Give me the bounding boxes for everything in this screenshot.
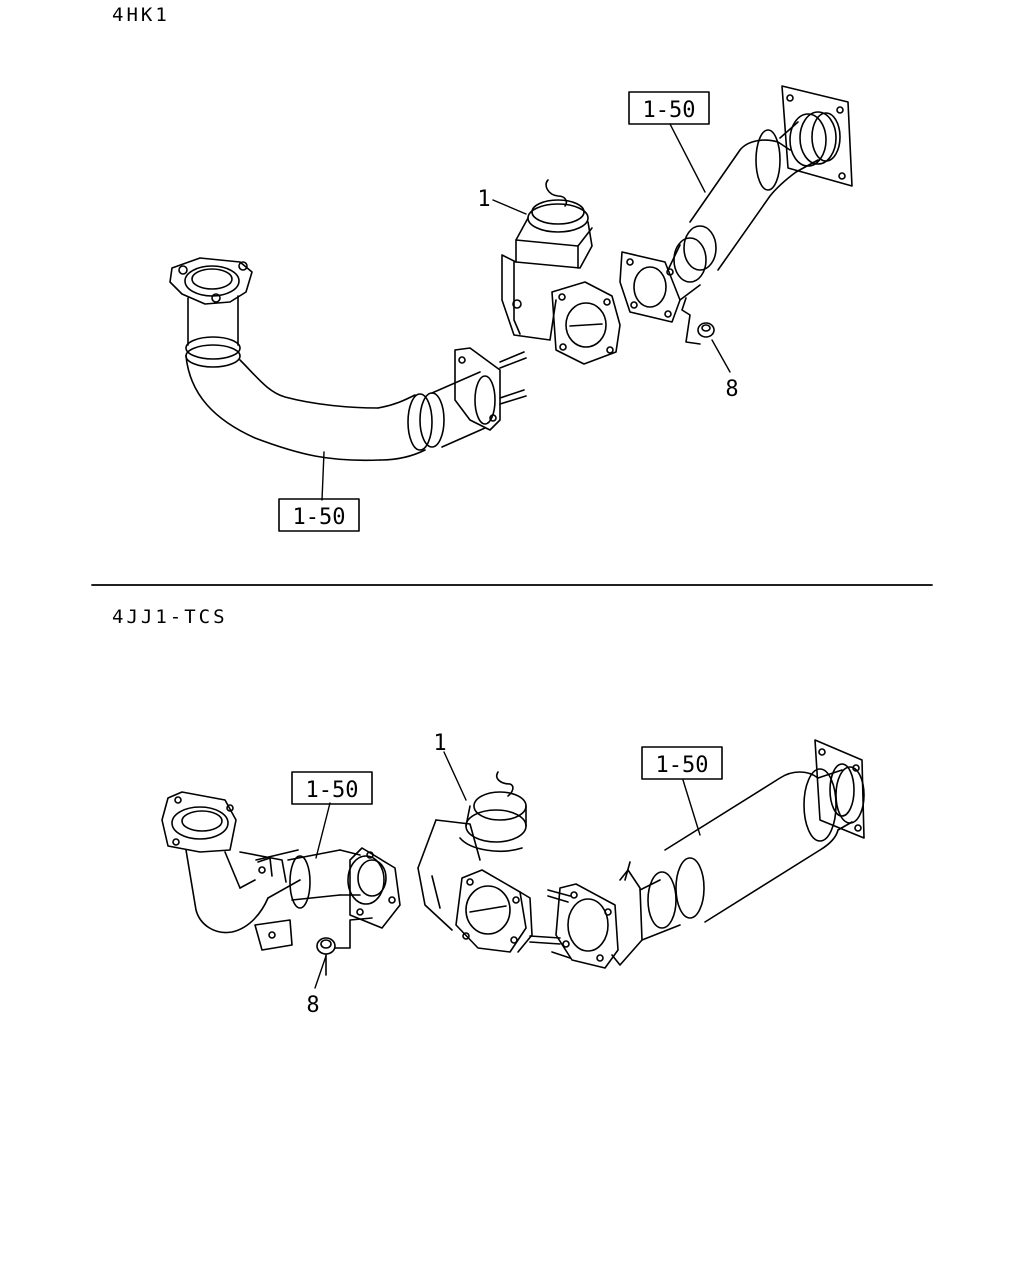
front-exhaust-pipe-4hk1 bbox=[169, 257, 527, 462]
callout-bottom-nut: 8 bbox=[306, 993, 319, 1018]
callout-box-top-rear bbox=[628, 91, 710, 125]
front-exhaust-pipe-4jj1 bbox=[161, 791, 401, 976]
callout-box-top-front bbox=[278, 498, 360, 532]
section-title-4jj1-tcs: 4JJ1-TCS bbox=[112, 606, 228, 628]
rear-exhaust-pipe-4hk1 bbox=[619, 85, 853, 345]
callout-top-valve: 1 bbox=[477, 187, 490, 212]
callout-bottom-valve: 1 bbox=[433, 731, 446, 756]
callout-box-bottom-front bbox=[291, 771, 373, 805]
rear-exhaust-pipe-4jj1 bbox=[529, 739, 865, 969]
callout-top-rear-pipe: 1-50 bbox=[643, 98, 696, 123]
callout-bottom-rear-pipe: 1-50 bbox=[656, 753, 709, 778]
exhaust-brake-valve-4jj1 bbox=[417, 771, 533, 953]
leaders-4hk1 bbox=[321, 123, 731, 501]
callout-top-front-pipe: 1-50 bbox=[293, 505, 346, 530]
leaders-4jj1 bbox=[314, 751, 701, 989]
callout-bottom-front-pipe: 1-50 bbox=[306, 778, 359, 803]
callout-box-bottom-rear bbox=[641, 746, 723, 780]
exhaust-brake-valve-4hk1 bbox=[501, 179, 621, 365]
callout-top-nut: 8 bbox=[725, 377, 738, 402]
section-title-4hk1: 4HK1 bbox=[112, 4, 170, 26]
